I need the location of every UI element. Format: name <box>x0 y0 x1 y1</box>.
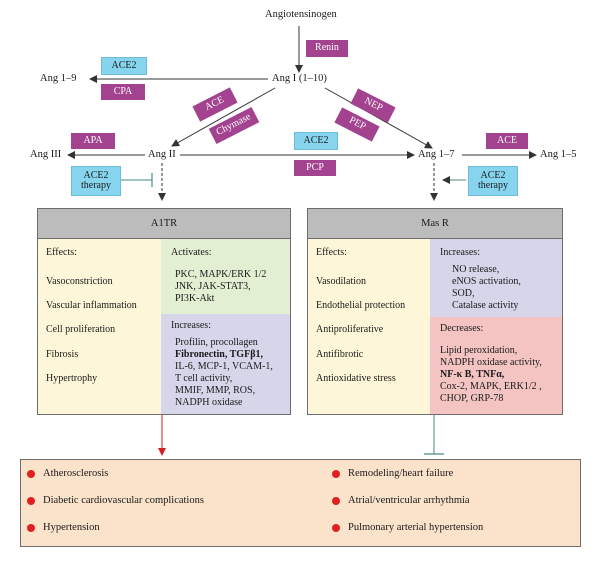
masr-effects-title: Effects: <box>316 247 347 258</box>
masr-effect-item: Vasodilation <box>316 276 366 287</box>
outcome-item-right: Atrial/ventricular arrhythmia <box>332 495 470 506</box>
at1r-effect-item: Vascular inflammation <box>46 300 137 311</box>
masr-increases-item: SOD, <box>452 288 475 299</box>
bullet-icon <box>27 469 35 478</box>
at1r-activates-title: Activates: <box>171 247 212 258</box>
arrow-ang-i-to-ang-ii <box>171 87 276 147</box>
outcomes-panel: Atherosclerosis Diabetic cardiovascular … <box>20 459 581 547</box>
masr-increases-item: eNOS activation, <box>452 276 521 287</box>
bullet-icon <box>332 523 340 532</box>
renin-tag: Renin <box>306 40 348 57</box>
at1r-activates-item: JNK, JAK-STAT3, <box>175 281 251 292</box>
ang-1-5-label: Ang 1–5 <box>540 149 577 160</box>
at1r-increases-title: Increases: <box>171 320 211 331</box>
outcome-label: Atrial/ventricular arrhythmia <box>348 495 470 506</box>
apa-tag: APA <box>71 133 115 149</box>
masr-effect-item: Antioxidative stress <box>316 373 396 384</box>
at1r-increases-item: IL-6, MCP-1, VCAM-1, <box>175 361 273 372</box>
outcome-label: Pulmonary arterial hypertension <box>348 522 484 533</box>
at1r-effect-item: Hypertrophy <box>46 373 98 384</box>
masr-effect-item: Endothelial protection <box>316 300 406 311</box>
ace-tag-right: ACE <box>486 133 528 149</box>
bullet-icon <box>27 523 35 532</box>
at1r-effect-item: Vasoconstriction <box>46 276 113 287</box>
at1r-effect-item: Fibrosis <box>46 349 79 360</box>
ace2-tag-right: ACE2 <box>294 132 338 150</box>
at1r-increases-item: NADPH oxidase <box>175 397 243 408</box>
outcome-label: Remodeling/heart failure <box>348 468 454 479</box>
outcome-item-right: Pulmonary arterial hypertension <box>332 522 483 533</box>
at1r-increases-item: MMIF, MMP, ROS, <box>175 385 256 396</box>
masr-decreases-title: Decreases: <box>440 323 484 334</box>
outcome-label: Diabetic cardiovascular complications <box>43 495 204 506</box>
masr-effect-item: Antifibrotic <box>316 349 364 360</box>
ang-1-7-label: Ang 1–7 <box>418 149 455 160</box>
at1r-effect-item: Cell proliferation <box>46 324 116 335</box>
masr-decreases-item: CHOP, GRP-78 <box>440 393 504 404</box>
masr-effects: Effects: Vasodilation Endothelial protec… <box>308 239 430 414</box>
at1r-panel: A1TR Effects: Vasoconstriction Vascular … <box>37 208 291 415</box>
cpa-tag: CPA <box>101 84 145 100</box>
bullet-icon <box>27 496 35 505</box>
angiotensinogen-label: Angiotensinogen <box>265 9 337 20</box>
at1r-increases-item: Profilin, procollagen <box>175 337 258 348</box>
bullet-icon <box>332 496 340 505</box>
at1r-effects: Effects: Vasoconstriction Vascular infla… <box>38 239 161 414</box>
at1r-activates-item: PKC, MAPK/ERK 1/2 <box>175 269 267 280</box>
outcome-item-left: Atherosclerosis <box>27 468 108 479</box>
at1r-increases: Increases: Profilin, procollagen Fibrone… <box>161 314 290 414</box>
outcome-item-left: Diabetic cardiovascular complications <box>27 495 204 506</box>
ang-ii-label: Ang II <box>148 149 176 160</box>
masr-increases-item: NO release, <box>452 264 500 275</box>
ang-1-9-label: Ang 1–9 <box>40 73 77 84</box>
outcome-item-right: Remodeling/heart failure <box>332 468 453 479</box>
masr-decreases-item: NADPH oxidase activity, <box>440 357 542 368</box>
masr-panel: Mas R Effects: Vasodilation Endothelial … <box>307 208 563 415</box>
masr-decreases-item: Lipid peroxidation, <box>440 345 518 356</box>
outcome-label: Hypertension <box>43 522 100 533</box>
outcome-label: Atherosclerosis <box>43 468 109 479</box>
masr-decreases-item: NF-κ B, TNFα, <box>440 369 505 380</box>
at1r-activates: Activates: PKC, MAPK/ERK 1/2 JNK, JAK-ST… <box>161 239 290 314</box>
at1r-increases-item: Fibronectin, TGFβ1, <box>175 349 263 360</box>
masr-decreases: Decreases: Lipid peroxidation, NADPH oxi… <box>430 317 562 414</box>
at1r-activates-item: PI3K-Akt <box>175 293 215 304</box>
masr-header: Mas R <box>308 209 562 239</box>
masr-increases: Increases: NO release, eNOS activation, … <box>430 239 562 317</box>
ace2-tag-left: ACE2 <box>101 57 147 75</box>
at1r-effects-title: Effects: <box>46 247 77 258</box>
at1r-increases-item: T cell activity, <box>175 373 233 384</box>
ace2-therapy-tag-right: ACE2 therapy <box>468 166 518 196</box>
pcp-tag: PCP <box>294 160 336 176</box>
masr-effect-item: Antiproliferative <box>316 324 384 335</box>
at1r-header: A1TR <box>38 209 290 239</box>
masr-decreases-item: Cox-2, MAPK, ERK1/2 , <box>440 381 542 392</box>
ace2-therapy-tag-left: ACE2 therapy <box>71 166 121 196</box>
outcome-item-left: Hypertension <box>27 522 100 533</box>
ang-i-label: Ang I (1–10) <box>272 73 327 84</box>
ang-iii-label: Ang III <box>30 149 62 160</box>
bullet-icon <box>332 469 340 478</box>
masr-increases-item: Catalase activity <box>452 300 519 311</box>
masr-increases-title: Increases: <box>440 247 480 258</box>
